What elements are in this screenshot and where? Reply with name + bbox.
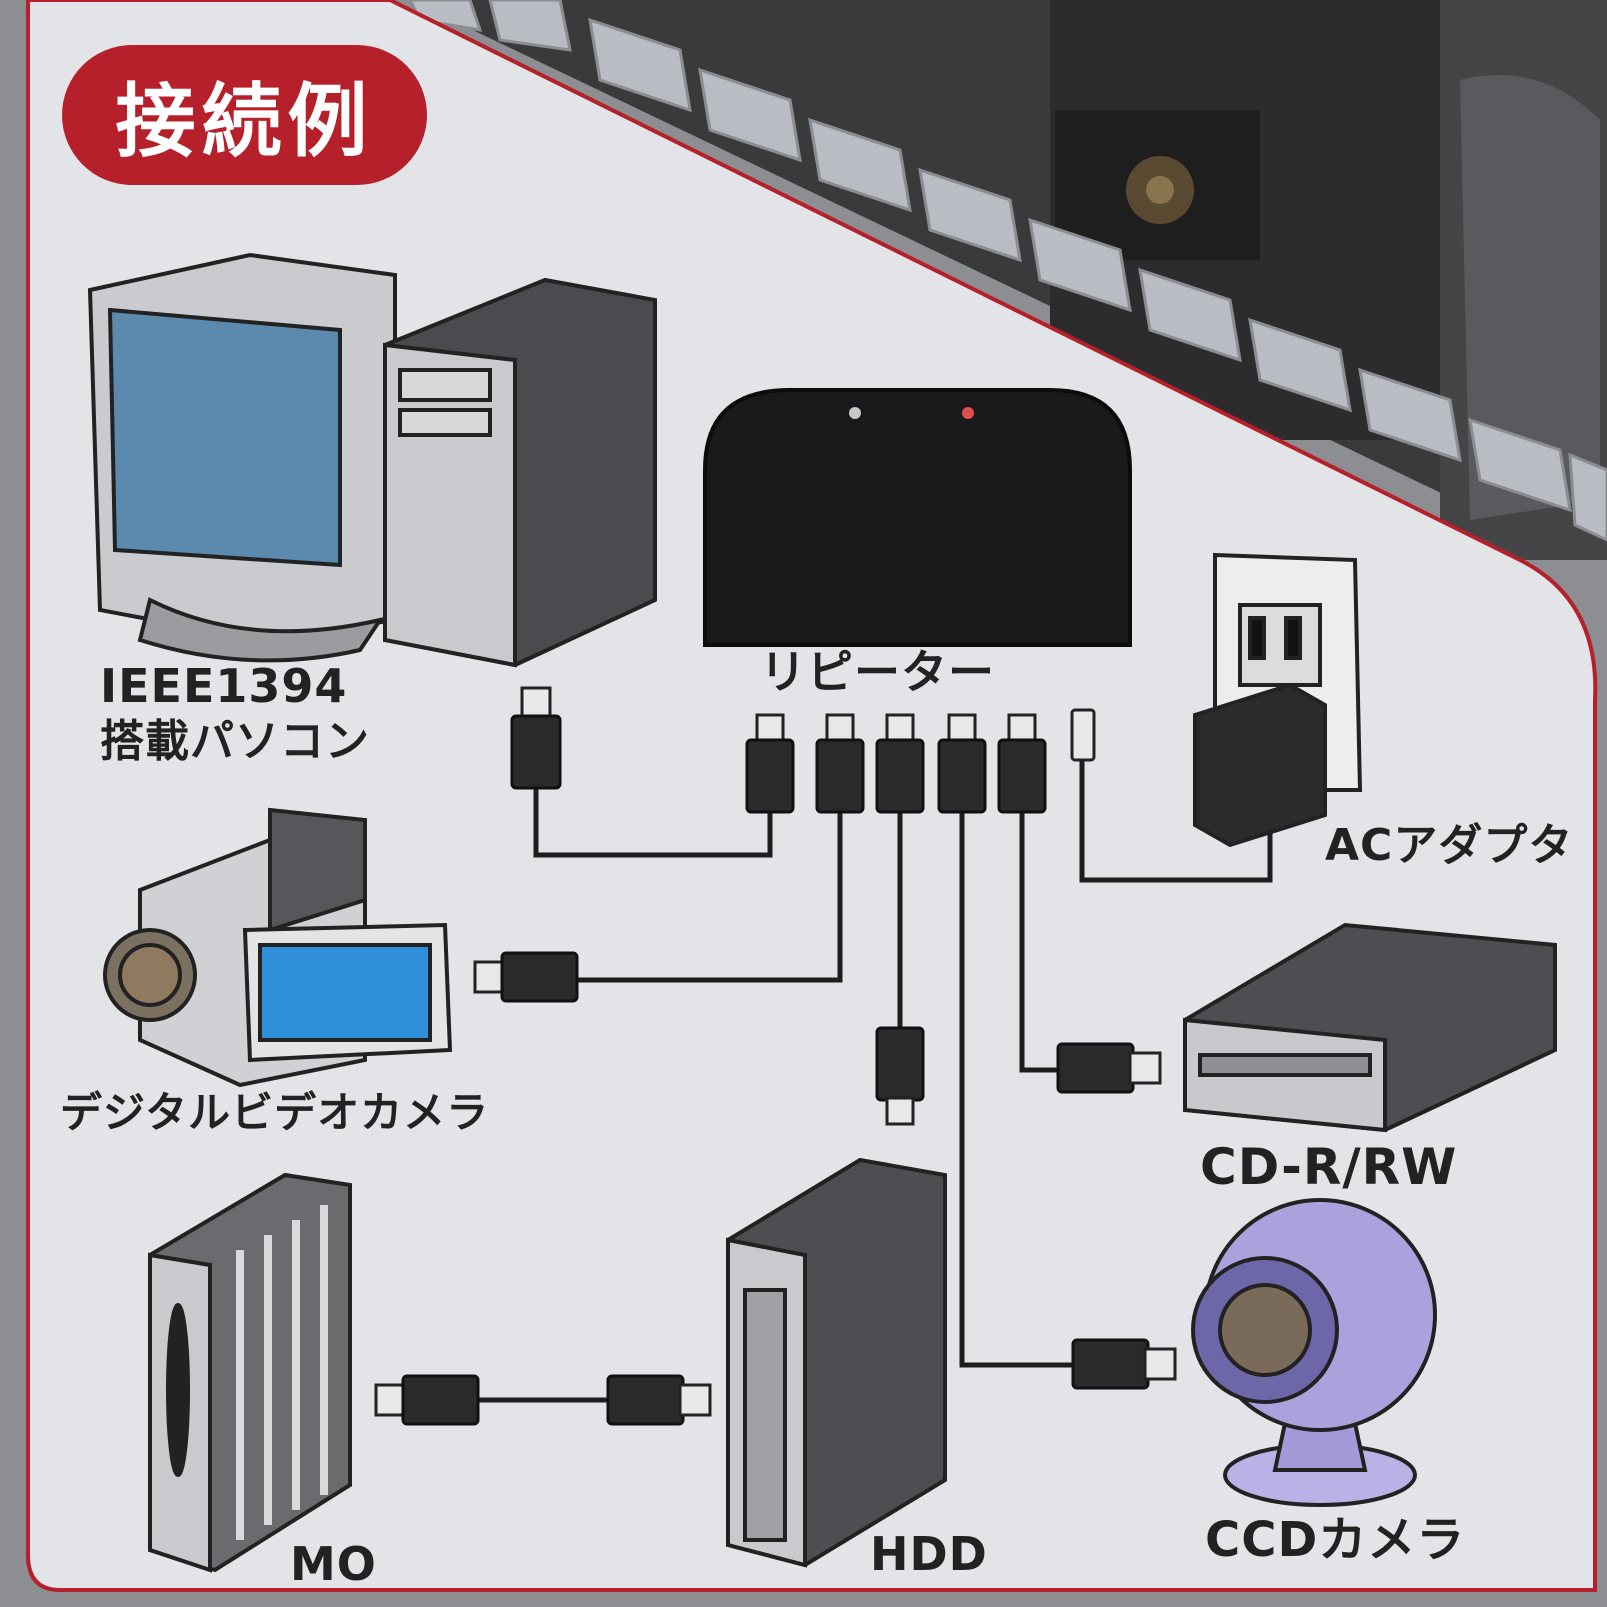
ccd-camera-label: CCDカメラ — [1205, 1515, 1465, 1567]
repeater-illustration — [705, 390, 1130, 645]
pc-label-line2: 搭載パソコン — [100, 718, 370, 766]
camcorder-label: デジタルビデオカメラ — [60, 1090, 489, 1135]
connector-hub-power — [1072, 710, 1094, 760]
title-badge: 接続例 — [62, 45, 427, 185]
mo-label: MO — [290, 1540, 377, 1590]
ac-adapter-label: ACアダプタ — [1325, 822, 1573, 870]
pc-illustration — [90, 255, 655, 665]
hub-label: リピーター — [760, 648, 995, 698]
title: 接続例 — [116, 57, 374, 173]
pc-label-line1: IEEE1394 — [100, 662, 347, 712]
hdd-label: HDD — [870, 1530, 988, 1580]
cdrw-label: CD-R/RW — [1200, 1140, 1457, 1194]
